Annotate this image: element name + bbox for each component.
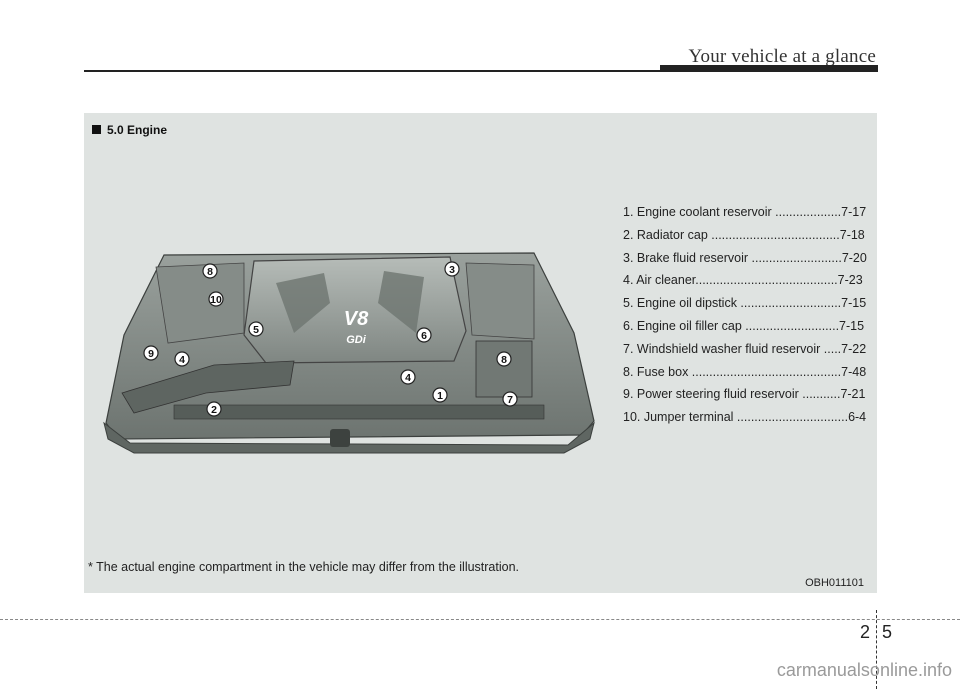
callout-label: 4 [405, 372, 411, 384]
section-title: 5.0 Engine [92, 123, 167, 137]
illustration-note: * The actual engine compartment in the v… [88, 560, 520, 574]
legend-item: 7. Windshield washer fluid reservoir ...… [623, 341, 867, 356]
legend-item: 9. Power steering fluid reservoir ......… [623, 387, 866, 402]
page-number-divider [876, 610, 877, 689]
callout-label: 6 [421, 330, 427, 342]
callout-label: 9 [148, 348, 154, 360]
legend-item: 2. Radiator cap ........................… [623, 227, 865, 242]
engine-figure-panel: 5.0 Engine V8 GDi [84, 113, 877, 593]
legend-item: 6. Engine oil filler cap ...............… [623, 318, 865, 333]
running-header: Your vehicle at a glance [688, 46, 876, 67]
callout-label: 2 [211, 404, 217, 416]
legend-item: 4. Air cleaner..........................… [623, 273, 863, 288]
callout-label: 7 [507, 394, 513, 406]
legend-item: 5. Engine oil dipstick .................… [623, 296, 867, 311]
engine-compartment-illustration: V8 GDi 8 3 10 5 6 9 4 [103, 252, 595, 454]
callout-label: 10 [210, 294, 222, 306]
callout-label: 1 [437, 390, 443, 402]
watermark: carmanualsonline.info [776, 660, 952, 680]
callout-label: 3 [449, 264, 455, 276]
engine-badge-v8: V8 [344, 308, 369, 330]
legend-item: 1. Engine coolant reservoir ............… [623, 205, 867, 219]
callout-label: 8 [501, 354, 507, 366]
legend-item: 3. Brake fluid reservoir ...............… [623, 250, 867, 265]
legend-item: 8. Fuse box ............................… [623, 364, 867, 379]
chapter-number: 2 [860, 622, 871, 642]
callout-label: 4 [179, 354, 185, 366]
square-bullet-icon [92, 125, 101, 134]
page-number: 5 [882, 622, 893, 642]
callout-label: 5 [253, 324, 259, 336]
section-title-text: 5.0 Engine [107, 123, 168, 137]
engine-badge-gdi: GDi [346, 334, 367, 346]
callout-label: 8 [207, 266, 213, 278]
footer-rule [0, 619, 960, 620]
figure-code: OBH011101 [805, 577, 864, 589]
header-rule [84, 70, 878, 72]
header-rule-thick [660, 65, 878, 72]
component-legend: 1. Engine coolant reservoir ............… [623, 201, 867, 429]
legend-item: 10. Jumper terminal ....................… [623, 410, 867, 425]
